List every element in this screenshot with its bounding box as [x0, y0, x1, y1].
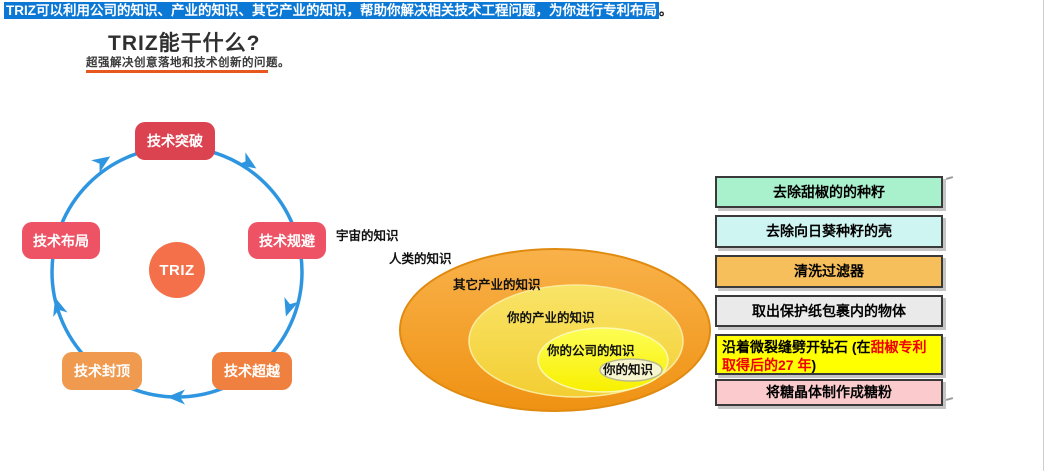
cycle-node-label: 技术超越	[224, 363, 281, 379]
cycle-center: TRIZ	[149, 242, 205, 298]
list-item: 去除向日葵种籽的壳	[715, 215, 943, 248]
cycle-node-label: 技术突破	[147, 133, 203, 149]
tick-mark	[945, 176, 954, 180]
triz-center-label: TRIZ	[159, 262, 194, 279]
list-item-text: 将糖晶体制作成糖粉	[766, 384, 892, 400]
tick-mark	[945, 397, 954, 401]
label-your-company-knowledge: 你的公司的知识	[546, 343, 635, 358]
page-edge-line	[1043, 0, 1044, 471]
page-subtitle: 超强解决创意落地和技术创新的问题。	[86, 57, 290, 69]
arrow-icon	[237, 152, 257, 169]
cycle-node-bottom-left: 技术封顶	[62, 352, 142, 390]
cycle-node-right: 技术规避	[248, 222, 326, 259]
subtitle-underline	[86, 70, 268, 73]
list-item-text-red: 取得后的27 年	[722, 357, 812, 373]
label-other-industry-knowledge: 其它产业的知识	[453, 277, 541, 292]
cycle-node-label: 技术规避	[259, 233, 315, 249]
list-item-text: )	[811, 357, 817, 373]
cycle-node-bottom-right: 技术超越	[212, 352, 292, 390]
cycle-arrowheads	[53, 152, 299, 405]
arrow-icon	[167, 389, 185, 405]
examples-list: 去除甜椒的的种籽 去除向日葵种籽的壳 清洗过滤器 取出保护纸包裹内的物体 沿着微…	[715, 176, 943, 413]
list-item-text: 清洗过滤器	[794, 263, 864, 279]
list-item-text-red: 甜椒专利	[870, 339, 927, 355]
ellipse-your-company-knowledge	[537, 327, 669, 393]
cycle-node-label: 技术封顶	[74, 363, 130, 379]
cycle-node-left: 技术布局	[22, 222, 100, 259]
selected-text-banner: TRIZ可以利用公司的知识、产业的知识、其它产业的知识，帮助你解决相关技术工程问…	[4, 2, 673, 19]
label-your-knowledge: 你的知识	[602, 362, 654, 377]
arrow-icon	[284, 297, 299, 317]
banner-period: 。	[659, 3, 673, 18]
list-item-diamond: 沿着微裂缝劈开钻石 (在甜椒专利 取得后的27 年)	[715, 334, 943, 375]
knowledge-onion-diagram: 宇宙的知识 人类的知识 其它产业的知识 你的产业的知识 你的公司的知识 你的知识	[336, 228, 711, 412]
label-human-knowledge: 人类的知识	[389, 251, 452, 266]
list-item: 去除甜椒的的种籽	[715, 176, 943, 208]
arrow-icon	[53, 297, 68, 317]
cycle-node-top: 技术突破	[135, 122, 215, 160]
list-item-text: 去除甜椒的的种籽	[773, 184, 885, 200]
list-item: 清洗过滤器	[715, 255, 943, 288]
ellipse-your-knowledge	[599, 358, 663, 382]
list-item: 将糖晶体制作成糖粉	[715, 379, 943, 406]
banner-highlighted-text: TRIZ可以利用公司的知识、产业的知识、其它产业的知识，帮助你解决相关技术工程问…	[4, 2, 659, 19]
label-universe-knowledge: 宇宙的知识	[336, 228, 399, 243]
list-item-text: 去除向日葵种籽的壳	[766, 223, 892, 239]
triz-cycle-diagram: 技术突破 技术规避 技术布局 技术封顶 技术超越 TRIZ	[22, 122, 326, 405]
label-your-industry-knowledge: 你的产业的知识	[506, 310, 595, 325]
list-item-text: 沿着微裂缝劈开钻石 (在	[722, 339, 871, 355]
arrow-icon	[91, 156, 111, 173]
list-item-text: 取出保护纸包裹内的物体	[752, 303, 906, 319]
list-item: 取出保护纸包裹内的物体	[715, 295, 943, 327]
cycle-node-label: 技术布局	[33, 233, 89, 249]
page-title: TRIZ能干什么?	[108, 32, 261, 55]
